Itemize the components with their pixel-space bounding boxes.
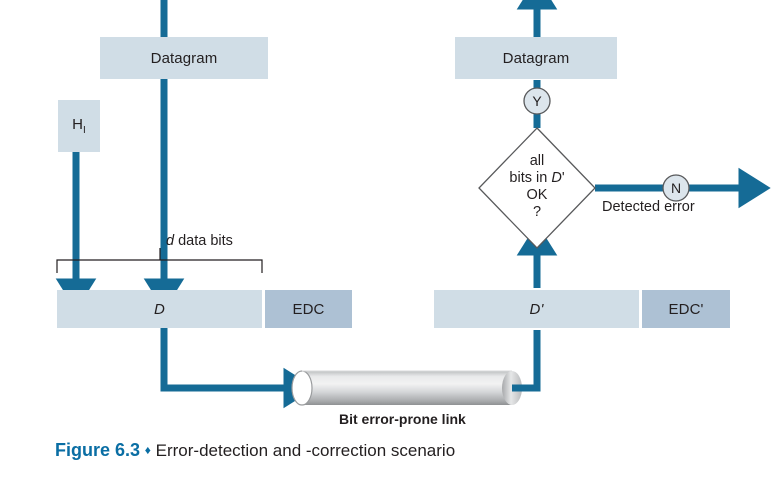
receiver-datagram-box[interactable]: Datagram <box>455 37 617 79</box>
sender-datagram-label: Datagram <box>150 49 218 67</box>
sender-datagram-box[interactable]: Datagram <box>100 37 268 79</box>
caption-diamond-icon: ♦ <box>144 443 151 457</box>
arrow-link-to-received-data <box>512 330 541 392</box>
decision-line-4: ? <box>532 204 542 220</box>
no-node-label: N <box>670 180 682 196</box>
decision-line-2: bits in D' <box>509 170 565 186</box>
receiver-data-field-label: D' <box>529 300 544 318</box>
header-box[interactable]: HI <box>58 100 100 152</box>
yes-node-label-wrap[interactable]: Y <box>524 88 550 114</box>
sender-edc-field-label: EDC <box>292 300 325 318</box>
receiver-data-field-box[interactable]: D' <box>434 290 639 328</box>
no-node-circle <box>662 174 690 202</box>
arrow-data-to-link <box>160 328 316 409</box>
d-data-bits-label: d data bits <box>166 233 233 249</box>
link-label: Bit error-prone link <box>339 411 466 427</box>
header-subscript: I <box>83 125 86 136</box>
receiver-datagram-label: Datagram <box>502 49 570 67</box>
sender-data-field-box[interactable]: D <box>57 290 262 328</box>
yes-node-label: Y <box>532 93 542 109</box>
sender-edc-field-box[interactable]: EDC <box>265 290 352 328</box>
figure-title: Error-detection and -correction scenario <box>155 441 456 460</box>
figure-caption: Figure 6.3 ♦ Error-detection and -correc… <box>55 440 455 461</box>
decision-line-3: OK <box>526 187 548 203</box>
receiver-edc-field-label: EDC' <box>668 300 704 318</box>
decision-diamond <box>478 127 596 249</box>
sender-data-field-label: D <box>154 300 165 318</box>
decision-line-1: all <box>529 153 545 169</box>
decision-text: all bits in D' OK ? <box>487 153 587 221</box>
d-data-bits-bracket <box>56 248 263 273</box>
no-node-label-wrap[interactable]: N <box>663 175 689 201</box>
receiver-edc-field-box[interactable]: EDC' <box>642 290 730 328</box>
yes-node-circle <box>523 87 551 115</box>
header-label: HI <box>72 116 86 136</box>
figure-number: Figure 6.3 <box>55 440 141 460</box>
detected-error-label: Detected error <box>602 199 695 215</box>
bit-error-prone-link-tube <box>291 370 522 406</box>
